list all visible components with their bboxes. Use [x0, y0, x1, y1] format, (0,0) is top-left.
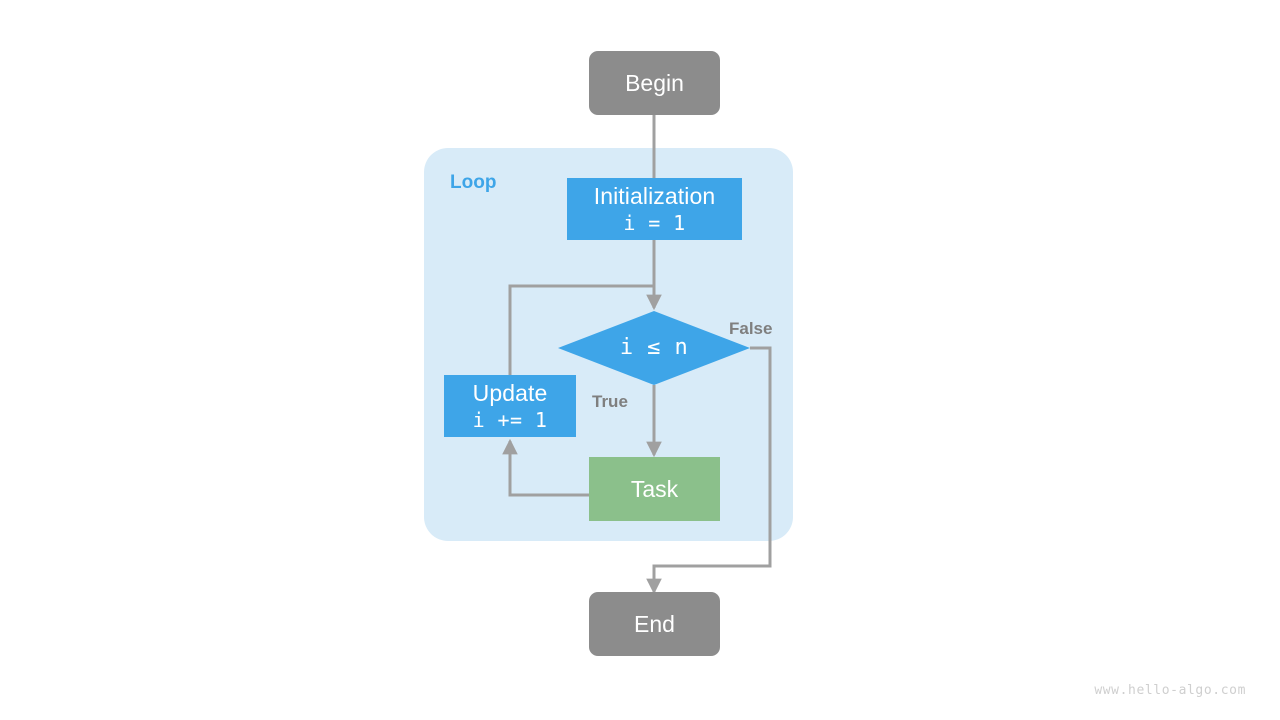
edge-label-true: True	[592, 392, 628, 411]
initialization-node-shape[interactable]	[567, 178, 742, 240]
end-node-shape[interactable]	[589, 592, 720, 656]
update-node-shape[interactable]	[444, 375, 576, 437]
condition-node-shape[interactable]	[558, 311, 750, 385]
loop-group-caption: Loop	[450, 172, 497, 193]
edge-update-to-condition	[508, 284, 656, 375]
edge-condition-to-end	[646, 346, 772, 595]
begin-node-shape[interactable]	[589, 51, 720, 115]
edge-task-to-update	[502, 438, 589, 497]
edge-label-false: False	[729, 319, 773, 338]
watermark-text: www.hello-algo.com	[1094, 683, 1246, 698]
task-node-shape[interactable]	[589, 457, 720, 521]
